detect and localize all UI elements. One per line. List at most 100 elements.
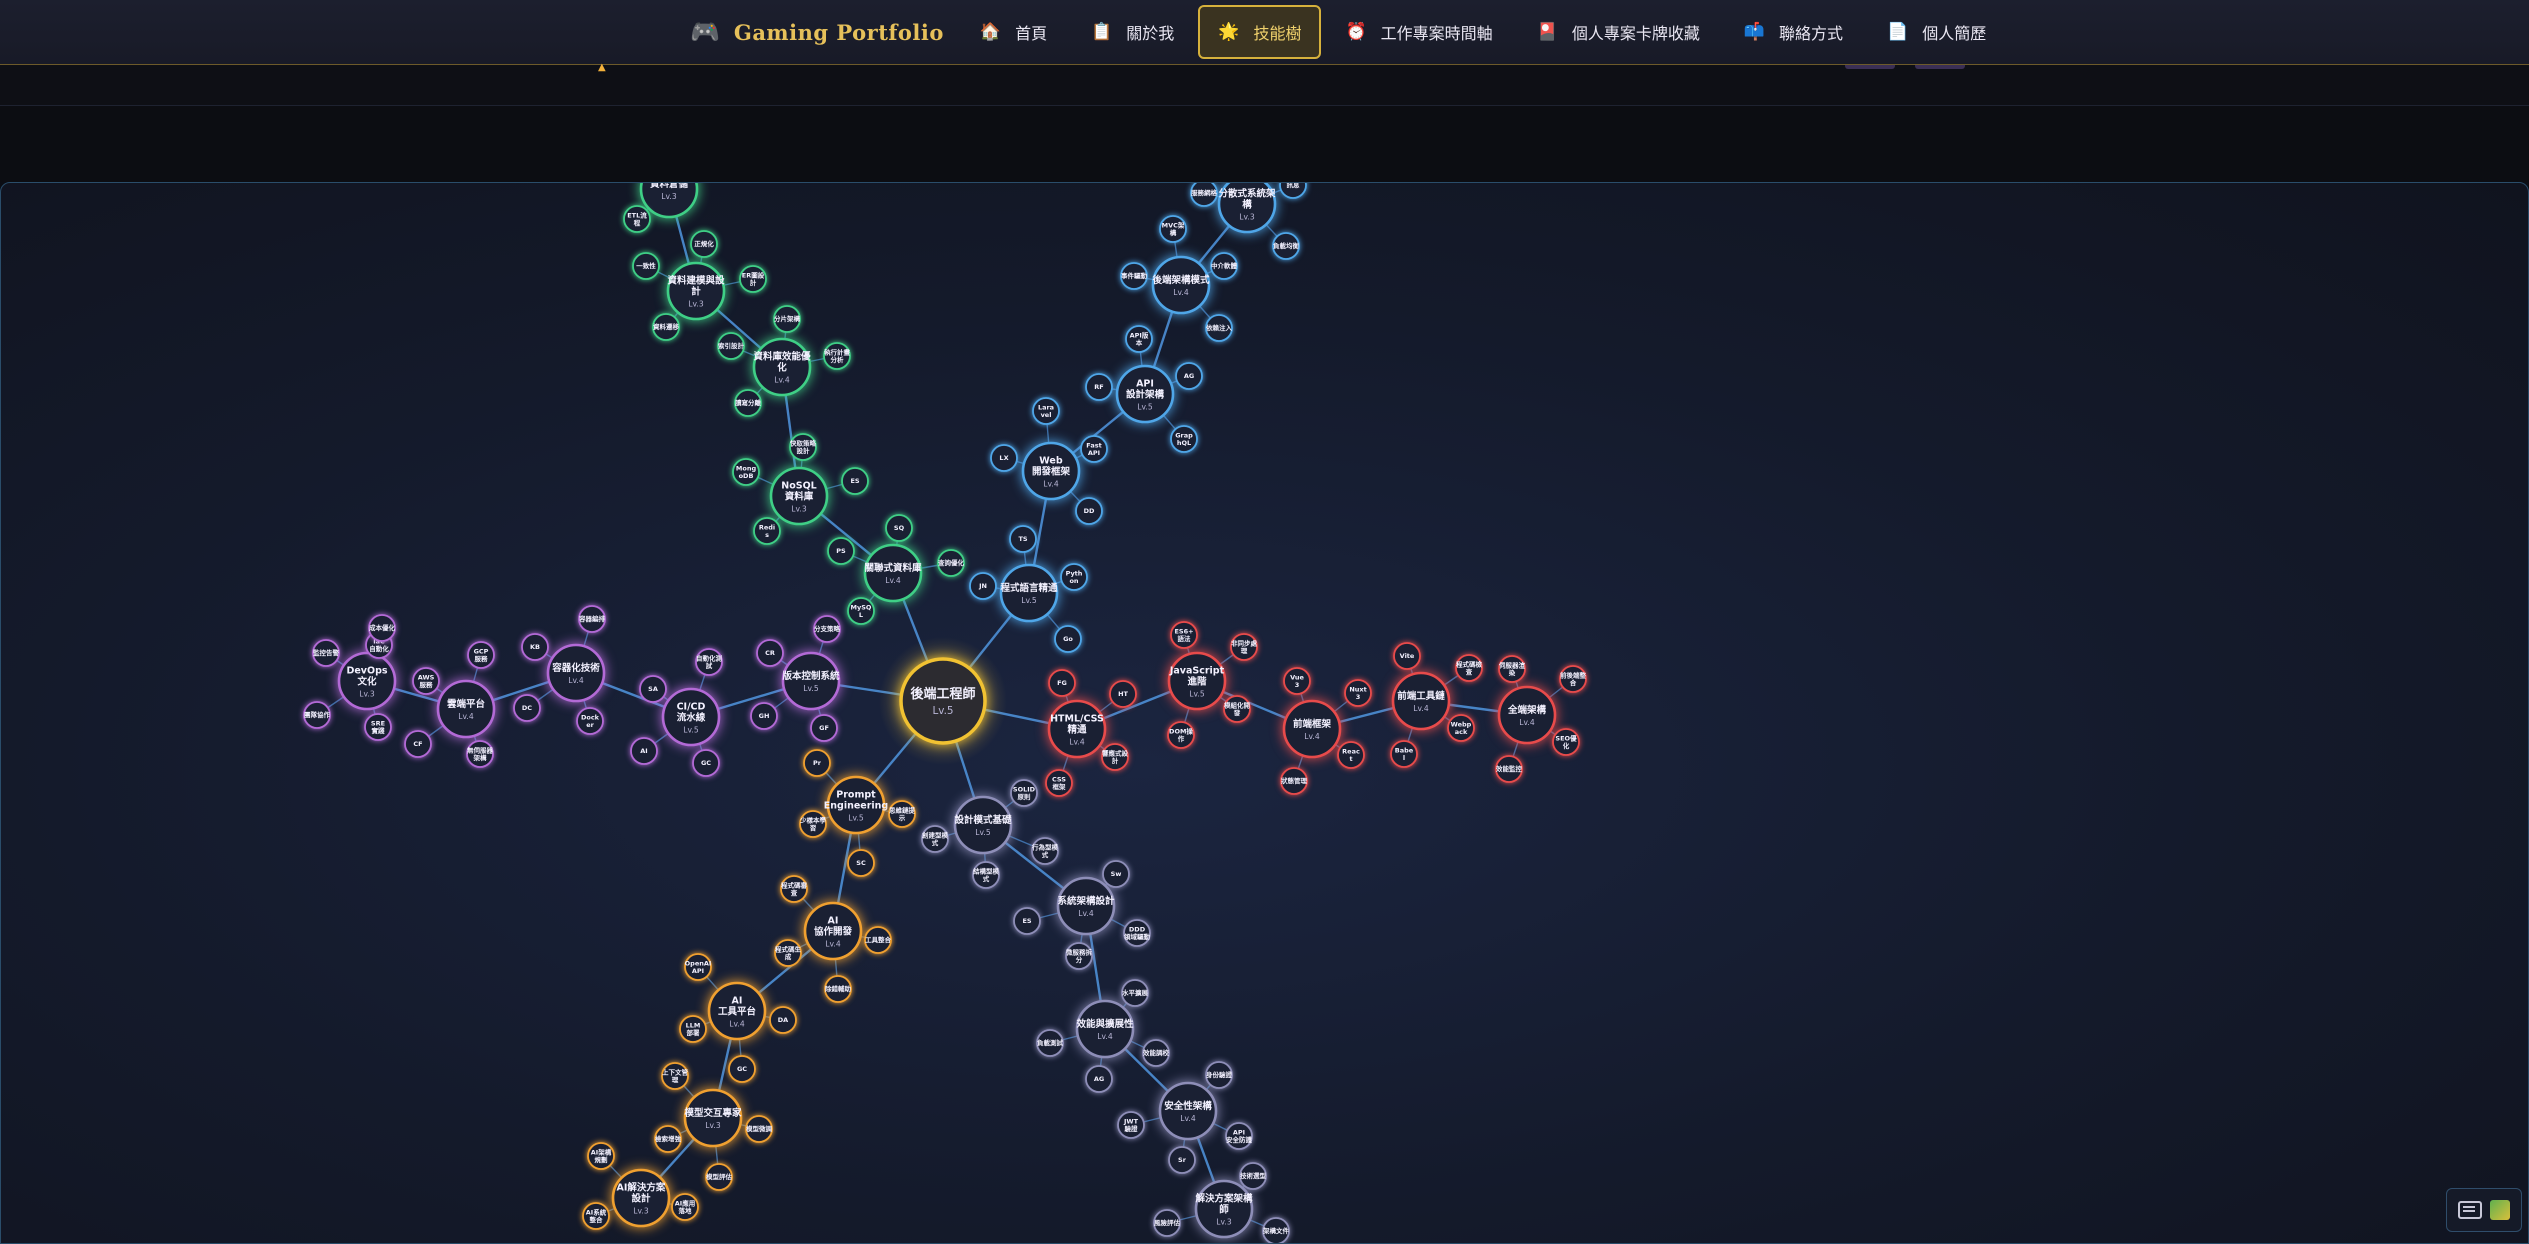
skill-node-circle[interactable] (1552, 728, 1580, 756)
skill-node-circle[interactable] (774, 939, 802, 967)
skill-node-circle[interactable] (1075, 497, 1103, 525)
skill-node-circle[interactable] (1009, 525, 1037, 553)
skill-node-sa[interactable]: SA (639, 675, 667, 703)
nav-item-timeline[interactable]: ⏰ 工作專案時間軸 (1325, 5, 1512, 59)
skill-node-circle[interactable] (546, 643, 606, 703)
skill-node-circle[interactable] (1190, 183, 1218, 207)
skill-node-collab[interactable]: 團隊協作 (303, 701, 331, 729)
skill-node-repl[interactable]: 讀寫分離 (734, 389, 762, 417)
skill-node-lx[interactable]: LX (990, 444, 1018, 472)
skill-node-circle[interactable] (863, 543, 923, 603)
skill-node-circle[interactable] (1217, 183, 1277, 234)
skill-node-tool[interactable]: 工具整合 (864, 926, 892, 954)
skill-node-circle[interactable] (1280, 767, 1308, 795)
skill-node-circle[interactable] (888, 800, 916, 828)
skill-node-risk[interactable]: 風險評估 (1153, 1209, 1181, 1237)
skill-node-circle[interactable] (769, 1006, 797, 1034)
skill-node-circle[interactable] (578, 605, 606, 633)
skill-node-dc[interactable]: DC (513, 694, 541, 722)
skill-node-ag2[interactable]: AG (1085, 1065, 1113, 1093)
skill-node-idx[interactable]: 索引設計 (717, 332, 745, 360)
skill-node-circle[interactable] (803, 901, 863, 961)
skill-node-circle[interactable] (1123, 919, 1151, 947)
skill-node-circle[interactable] (1117, 1111, 1145, 1139)
corner-toolbar[interactable] (2446, 1188, 2522, 1232)
skill-node-circle[interactable] (921, 825, 949, 853)
skill-node-circle[interactable] (969, 572, 997, 600)
skill-node-auth[interactable]: 身份驗證 (1205, 1061, 1233, 1089)
skill-node-circle[interactable] (803, 749, 831, 777)
skill-node-circle[interactable] (1153, 1209, 1181, 1237)
skill-node-circle[interactable] (639, 183, 699, 219)
skill-node-circle[interactable] (1495, 755, 1523, 783)
skill-node-circle[interactable] (1167, 651, 1227, 711)
skill-node-circle[interactable] (1283, 667, 1311, 695)
skill-node-circle[interactable] (707, 981, 767, 1041)
skill-node-circle[interactable] (781, 651, 841, 711)
skill-node-circle[interactable] (1085, 1065, 1113, 1093)
skill-node-circle[interactable] (732, 458, 760, 486)
skill-node-circle[interactable] (1031, 837, 1059, 865)
skill-node-circle[interactable] (799, 810, 827, 838)
nav-item-home[interactable]: 🏠 首頁 (960, 5, 1067, 59)
skill-node-circle[interactable] (769, 466, 829, 526)
skill-node-circle[interactable] (1080, 435, 1108, 463)
skill-node-circle[interactable] (937, 549, 965, 577)
skill-node-circle[interactable] (752, 337, 812, 397)
skill-node-circle[interactable] (1036, 1029, 1064, 1057)
skill-node-cf[interactable]: CF (404, 730, 432, 758)
skill-node-finetune[interactable]: 模型微調 (745, 1115, 773, 1143)
skill-node-circle[interactable] (661, 1062, 689, 1090)
skill-node-circle[interactable] (368, 614, 396, 642)
skill-node-da[interactable]: DA (769, 1006, 797, 1034)
skill-node-vite[interactable]: Vite (1393, 642, 1421, 670)
skill-node-circle[interactable] (695, 648, 723, 676)
skill-node-circle[interactable] (666, 261, 726, 321)
skill-node-svc[interactable]: 服務網格 (1190, 183, 1218, 207)
skill-node-circle[interactable] (1272, 232, 1300, 260)
skill-node-circle[interactable] (813, 615, 841, 643)
skill-node-circle[interactable] (303, 701, 331, 729)
skill-node-circle[interactable] (717, 332, 745, 360)
skill-node-circle[interactable] (630, 737, 658, 765)
skill-node-pwa[interactable]: 效能監控 (1495, 755, 1523, 783)
skill-node-hs[interactable]: 水平擴展 (1121, 979, 1149, 1007)
skill-node-circle[interactable] (652, 313, 680, 341)
skill-node-circle[interactable] (436, 679, 496, 739)
skill-node-es6[interactable]: ES6+語法 (1170, 621, 1198, 649)
skill-node-circle[interactable] (654, 1125, 682, 1153)
skill-node-circle[interactable] (684, 953, 712, 981)
skill-node-circle[interactable] (364, 713, 392, 741)
skill-node-circle[interactable] (1230, 633, 1258, 661)
skill-node-circle[interactable] (1205, 1061, 1233, 1089)
skill-node-circle[interactable] (639, 675, 667, 703)
skill-node-circle[interactable] (312, 639, 340, 667)
